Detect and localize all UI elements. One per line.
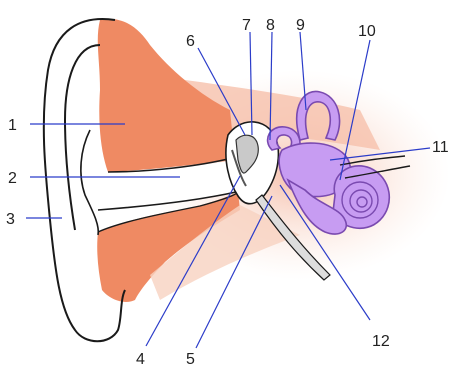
helix-inner-outline [65, 45, 100, 230]
label-3: 3 [6, 211, 15, 228]
label-4: 4 [136, 351, 145, 368]
label-7: 7 [242, 17, 251, 34]
label-11: 11 [432, 139, 449, 156]
label-2: 2 [8, 170, 17, 187]
label-10: 10 [358, 23, 376, 40]
label-5: 5 [186, 351, 195, 368]
label-6: 6 [186, 33, 195, 50]
label-1: 1 [8, 117, 17, 134]
antihelix-outline [81, 130, 98, 235]
label-9: 9 [296, 17, 305, 34]
label-12: 12 [372, 333, 390, 350]
label-8: 8 [266, 17, 275, 34]
